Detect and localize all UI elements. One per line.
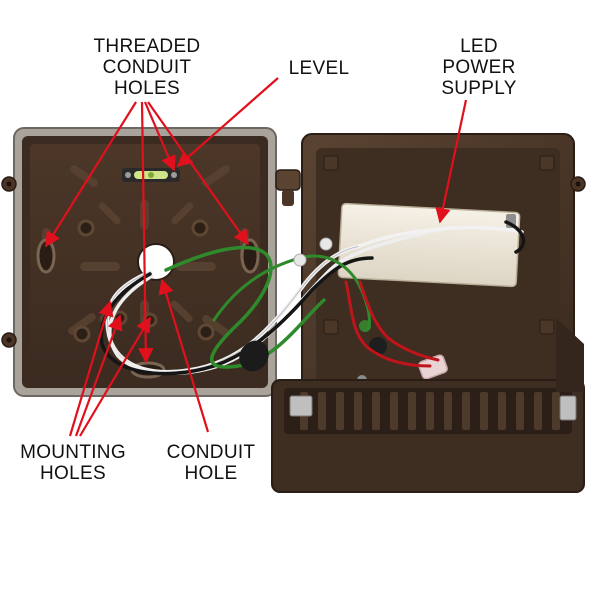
arrow-threaded-level <box>143 101 176 172</box>
callout-arrows <box>45 77 468 437</box>
label-line: HOLES <box>114 78 180 99</box>
arrow-threaded-left <box>45 101 137 248</box>
label-line: HOLE <box>184 463 238 484</box>
label-line: SUPPLY <box>441 78 517 99</box>
label-line: LED <box>460 36 498 57</box>
arrow-level <box>176 77 279 168</box>
label-threaded-conduit-holes: THREADED CONDUIT HOLES <box>72 36 222 99</box>
label-line: MOUNTING <box>20 442 126 463</box>
arrow-mounting-2 <box>74 314 123 437</box>
label-level: LEVEL <box>274 58 364 79</box>
label-line: HOLES <box>40 463 106 484</box>
label-conduit-hole: CONDUIT HOLE <box>156 442 266 484</box>
arrow-conduit-hole <box>158 278 210 433</box>
hinge <box>275 169 301 206</box>
arrow-mounting-3 <box>79 316 151 437</box>
label-line: CONDUIT <box>166 442 256 463</box>
arrow-threaded-right <box>147 101 249 246</box>
label-line: CONDUIT <box>102 57 192 78</box>
label-line: THREADED <box>93 36 201 57</box>
label-line: POWER <box>442 57 516 78</box>
threaded-conduit-hole-right <box>240 238 260 274</box>
bubble-level <box>122 168 180 182</box>
arrow-mounting-1 <box>68 300 114 437</box>
arrow-power-supply <box>435 99 468 224</box>
label-mounting-holes: MOUNTING HOLES <box>6 442 140 484</box>
light-head <box>271 318 585 493</box>
label-led-power-supply: LED POWER SUPPLY <box>424 36 534 99</box>
label-line: LEVEL <box>288 58 350 79</box>
